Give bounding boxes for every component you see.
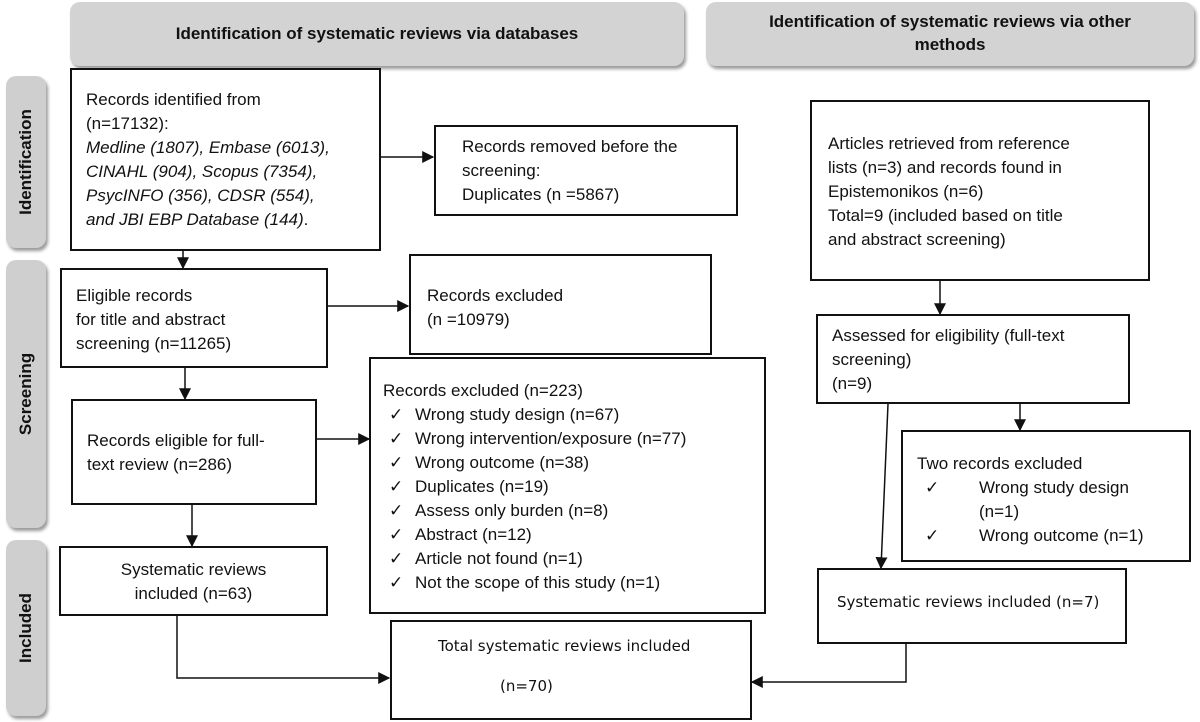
total-included-count: (n=70) <box>500 677 553 695</box>
sr-included-db-box: Systematic reviews included (n=63) <box>59 546 328 616</box>
sr-included-db-count: included (n=63) <box>134 584 253 603</box>
records-removed-line: screening: <box>462 161 541 180</box>
arrow-sr-other-to-total <box>750 644 907 688</box>
records-identified-box: Records identified from (n=17132): Medli… <box>70 68 381 251</box>
records-removed-duplicates: Duplicates (n =5867) <box>462 185 620 204</box>
database-list-line: CINAHL (904), Scopus (7354), <box>86 162 318 181</box>
exclusion-reason-item: Duplicates (n=19) <box>381 475 752 499</box>
database-list-line: Medline (1807), Embase (6013), <box>86 138 330 157</box>
assessed-count: (n=9) <box>832 374 873 393</box>
assessed-line: Assessed for eligibility (full-text <box>832 326 1065 345</box>
header-other-methods-text: Identification of systematic reviews via… <box>769 12 1131 54</box>
header-databases: Identification of systematic reviews via… <box>70 2 684 66</box>
articles-retrieved-total: Total=9 (included based on title <box>828 206 1063 225</box>
articles-retrieved-box: Articles retrieved from reference lists … <box>810 100 1150 281</box>
assessed-eligibility-box: Assessed for eligibility (full-text scre… <box>816 314 1130 404</box>
fulltext-review-line: Records eligible for full- <box>87 431 265 450</box>
stage-included: Included <box>6 540 46 716</box>
exclusion-reason-item: Wrong outcome (n=38) <box>381 451 752 475</box>
two-excluded-title: Two records excluded <box>917 454 1083 473</box>
eligible-records-line: for title and abstract <box>76 310 226 329</box>
eligible-records-count: screening (n=11265) <box>76 334 232 353</box>
exclusion-reason-item: Assess only burden (n=8) <box>381 499 752 523</box>
arrow-assessed-to-sr-other <box>875 403 889 570</box>
database-list-line-last: and JBI EBP Database (144). <box>86 210 309 229</box>
two-excluded-box: Two records excluded Wrong study design … <box>901 430 1191 562</box>
exclusion-reason-item: Wrong study design (n=67) <box>381 403 752 427</box>
arrow-sr-db-to-total <box>176 616 391 684</box>
header-databases-text: Identification of systematic reviews via… <box>175 23 579 43</box>
records-removed-line: Records removed before the <box>462 137 678 156</box>
records-excluded-box: Records excluded (n =10979) <box>409 254 712 355</box>
records-removed-box: Records removed before the screening: Du… <box>434 125 738 216</box>
stage-screening: Screening <box>6 260 46 528</box>
database-list-line: PsycINFO (356), CDSR (554), <box>86 186 315 205</box>
articles-retrieved-line: Epistemonikos (n=6) <box>828 182 984 201</box>
sr-included-other-text: Systematic reviews included (n=7) <box>837 593 1100 611</box>
eligible-records-line: Eligible records <box>76 286 193 305</box>
stage-identification: Identification <box>6 76 46 248</box>
total-included-box: Total systematic reviews included (n=70) <box>390 620 752 720</box>
exclusion-reasons-title: Records excluded (n=223) <box>383 381 583 400</box>
eligible-records-box: Eligible records for title and abstract … <box>60 268 328 368</box>
records-excluded-line: Records excluded <box>427 286 564 305</box>
exclusion-reason-item: Wrong intervention/exposure (n=77) <box>381 427 752 451</box>
fulltext-review-count: text review (n=286) <box>87 455 233 474</box>
sr-included-other-box: Systematic reviews included (n=7) <box>817 568 1127 644</box>
header-other-methods: Identification of systematic reviews via… <box>706 2 1194 66</box>
exclusion-reason-item: Not the scope of this study (n=1) <box>381 571 752 595</box>
two-excluded-item: Wrong outcome (n=1) <box>917 524 1177 548</box>
exclusion-reasons-box: Records excluded (n=223) Wrong study des… <box>369 357 766 614</box>
two-excluded-item: Wrong study design <box>917 476 1177 500</box>
assessed-line: screening) <box>832 350 912 369</box>
exclusion-reason-item: Abstract (n=12) <box>381 523 752 547</box>
records-excluded-count: (n =10979) <box>427 310 510 329</box>
two-excluded-item-count: (n=1) <box>979 502 1020 521</box>
sr-included-db-line: Systematic reviews <box>120 560 267 579</box>
fulltext-review-box: Records eligible for full- text review (… <box>71 399 317 505</box>
articles-retrieved-line: lists (n=3) and records found in <box>828 158 1062 177</box>
articles-retrieved-line: Articles retrieved from reference <box>828 134 1070 153</box>
records-identified-count: (n=17132): <box>86 114 169 133</box>
records-identified-line: Records identified from <box>86 90 261 109</box>
exclusion-reason-item: Article not found (n=1) <box>381 547 752 571</box>
articles-retrieved-line: and abstract screening) <box>828 230 1006 249</box>
total-included-title: Total systematic reviews included <box>438 637 691 655</box>
